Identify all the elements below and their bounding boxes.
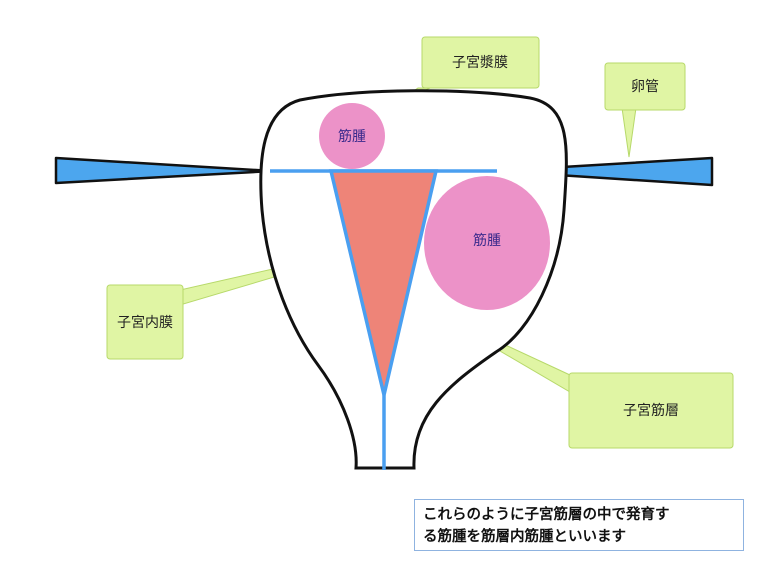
endometrium-callout-box <box>106 284 184 360</box>
tube-callout-pointer <box>621 107 637 158</box>
right-fallopian-tube <box>494 156 714 187</box>
serosa-callout-box <box>421 36 540 89</box>
caption-line-1: これらのように子宮筋層の中で発育す <box>423 507 670 523</box>
large-myoma <box>424 176 550 310</box>
large-myoma-label: 筋腫 <box>473 232 501 249</box>
tube-callout-box <box>604 62 686 111</box>
caption-line-2: る筋腫を筋層内筋腫といいます <box>423 529 626 545</box>
serosa-label: 子宮漿膜 <box>452 55 508 71</box>
endometrium-label: 子宮内膜 <box>117 315 173 331</box>
caption-box: これらのように子宮筋層の中で発育す る筋腫を筋層内筋腫といいます <box>414 499 744 551</box>
tube-label: 卵管 <box>631 79 659 95</box>
myometrium-label: 子宮筋層 <box>623 402 679 419</box>
small-myoma <box>319 103 385 169</box>
myometrium-callout-box <box>568 372 734 449</box>
left-fallopian-tube <box>54 156 274 185</box>
endometrium-triangle <box>328 169 439 396</box>
small-myoma-label: 筋腫 <box>338 128 366 145</box>
